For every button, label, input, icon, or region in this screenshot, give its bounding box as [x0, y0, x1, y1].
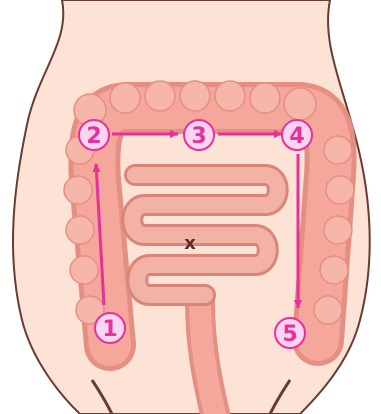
navel-mark: x [184, 233, 196, 254]
step-label-5: 5 [282, 322, 297, 347]
step-marker-4: 4 [282, 120, 312, 150]
step-marker-2: 2 [79, 120, 109, 150]
step-label-2: 2 [86, 124, 101, 149]
step-marker-1: 1 [95, 313, 125, 343]
step-marker-3: 3 [184, 120, 214, 150]
step-marker-5: 5 [275, 318, 305, 348]
step-label-4: 4 [289, 124, 304, 149]
step-label-3: 3 [191, 124, 206, 149]
step-label-1: 1 [102, 317, 117, 342]
